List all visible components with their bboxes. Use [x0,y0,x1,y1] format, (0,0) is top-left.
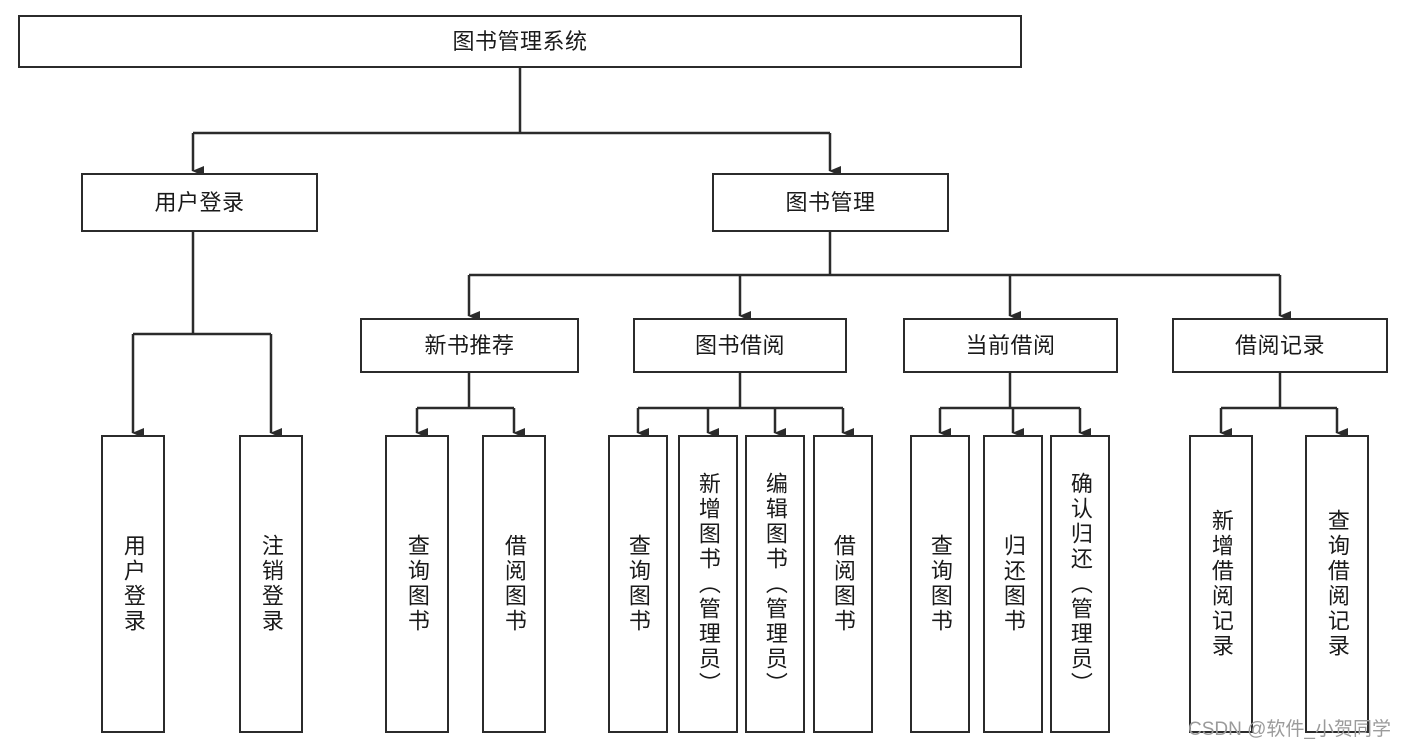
node-label: 图书管理系统 [452,28,588,54]
node-label: 新增借阅记录 [1208,509,1234,659]
node-l2-login[interactable]: 用户登录 [81,173,318,232]
node-label: 图书借阅 [694,332,785,358]
node-l3-borrow[interactable]: 图书借阅 [633,318,847,373]
node-label: 新增图书（管理员） [695,471,721,697]
node-l4-userlogin[interactable]: 用户登录 [101,435,165,733]
node-label: 用户登录 [120,534,146,634]
node-label: 当前借阅 [965,332,1056,358]
node-label: 借阅记录 [1234,332,1325,358]
node-l4-bo-borrow[interactable]: 借阅图书 [813,435,873,733]
node-label: 借阅图书 [501,534,527,634]
node-label: 查询图书 [625,534,651,634]
node-label: 查询借阅记录 [1324,509,1350,659]
node-l3-record[interactable]: 借阅记录 [1172,318,1388,373]
node-l4-cu-return[interactable]: 归还图书 [983,435,1043,733]
node-l4-cu-confirm[interactable]: 确认归还（管理员） [1050,435,1110,733]
node-l4-bo-add[interactable]: 新增图书（管理员） [678,435,738,733]
node-label: 新书推荐 [424,332,515,358]
node-label: 图书管理 [785,189,876,215]
node-l4-re-query[interactable]: 查询借阅记录 [1305,435,1369,733]
node-label: 借阅图书 [830,534,856,634]
node-label: 确认归还（管理员） [1067,471,1093,697]
node-l4-re-add[interactable]: 新增借阅记录 [1189,435,1253,733]
node-label: 编辑图书（管理员） [762,471,788,697]
node-label: 查询图书 [927,534,953,634]
node-l3-newbook[interactable]: 新书推荐 [360,318,579,373]
node-label: 用户登录 [154,189,245,215]
node-l4-bo-edit[interactable]: 编辑图书（管理员） [745,435,805,733]
node-l4-nb-borrow[interactable]: 借阅图书 [482,435,546,733]
node-label: 查询图书 [404,534,430,634]
node-l4-userlogout[interactable]: 注销登录 [239,435,303,733]
node-l4-bo-query[interactable]: 查询图书 [608,435,668,733]
node-l4-nb-query[interactable]: 查询图书 [385,435,449,733]
node-l2-manage[interactable]: 图书管理 [712,173,949,232]
node-root[interactable]: 图书管理系统 [18,15,1022,68]
watermark-text: CSDN @软件_小贺同学 [1188,719,1391,740]
node-l3-current[interactable]: 当前借阅 [903,318,1118,373]
node-l4-cu-query[interactable]: 查询图书 [910,435,970,733]
node-label: 归还图书 [1000,534,1026,634]
node-label: 注销登录 [258,534,284,634]
